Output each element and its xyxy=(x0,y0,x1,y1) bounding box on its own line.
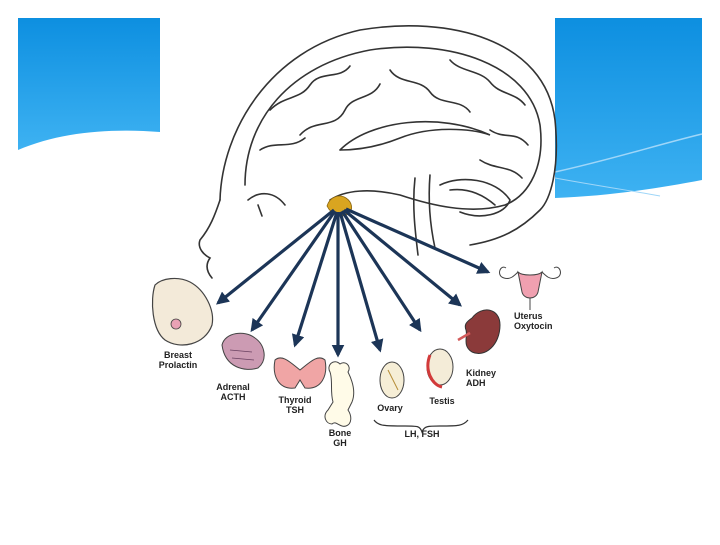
hormone-name: TSH xyxy=(286,405,304,415)
organ-name: Bone xyxy=(328,428,352,438)
label-thyroid: Thyroid TSH xyxy=(265,395,325,415)
arrow-ovary xyxy=(338,211,384,353)
testis-illustration xyxy=(426,348,454,389)
adrenal-illustration xyxy=(221,332,265,370)
hormone-name: ACTH xyxy=(220,392,246,402)
breast-illustration xyxy=(151,277,214,346)
label-testis: Testis xyxy=(412,396,472,406)
hormone-arrows xyxy=(216,207,491,358)
organ-name: Testis xyxy=(429,396,455,406)
label-breast: Breast Prolactin xyxy=(148,350,208,370)
organ-name: Uterus xyxy=(514,311,543,321)
hormone-name: Oxytocin xyxy=(514,321,553,331)
organ-name: Breast xyxy=(163,350,192,360)
organ-name: Kidney xyxy=(466,368,497,378)
hormone-name: GH xyxy=(333,438,347,448)
hormone-name: Prolactin xyxy=(158,360,198,370)
label-bone: Bone GH xyxy=(310,428,370,448)
arrow-breast xyxy=(216,208,336,305)
arrow-kidney xyxy=(342,208,462,307)
label-lh-fsh: LH, FSH xyxy=(392,429,452,439)
label-uterus: Uterus Oxytocin xyxy=(514,311,574,331)
arrow-testis xyxy=(340,210,422,333)
arrow-adrenal xyxy=(250,210,337,333)
thyroid-illustration xyxy=(273,357,327,389)
lh-fsh-bracket xyxy=(373,419,469,434)
header-banner xyxy=(18,18,703,198)
organ-name: Ovary xyxy=(377,403,403,413)
head-illustration xyxy=(198,25,558,279)
bone-illustration xyxy=(324,361,355,427)
ovary-illustration xyxy=(379,361,405,399)
kidney-illustration xyxy=(457,309,501,354)
arrow-uterus xyxy=(345,207,491,274)
organ-name: Thyroid xyxy=(278,395,312,405)
group-hormones: LH, FSH xyxy=(404,429,440,439)
arrow-thyroid xyxy=(291,211,339,348)
hormone-name: ADH xyxy=(466,378,486,388)
label-ovary: Ovary xyxy=(360,403,420,413)
organ-name: Adrenal xyxy=(216,382,250,392)
label-adrenal: Adrenal ACTH xyxy=(203,382,263,402)
uterus-illustration xyxy=(499,266,561,310)
label-kidney: Kidney ADH xyxy=(466,368,516,388)
